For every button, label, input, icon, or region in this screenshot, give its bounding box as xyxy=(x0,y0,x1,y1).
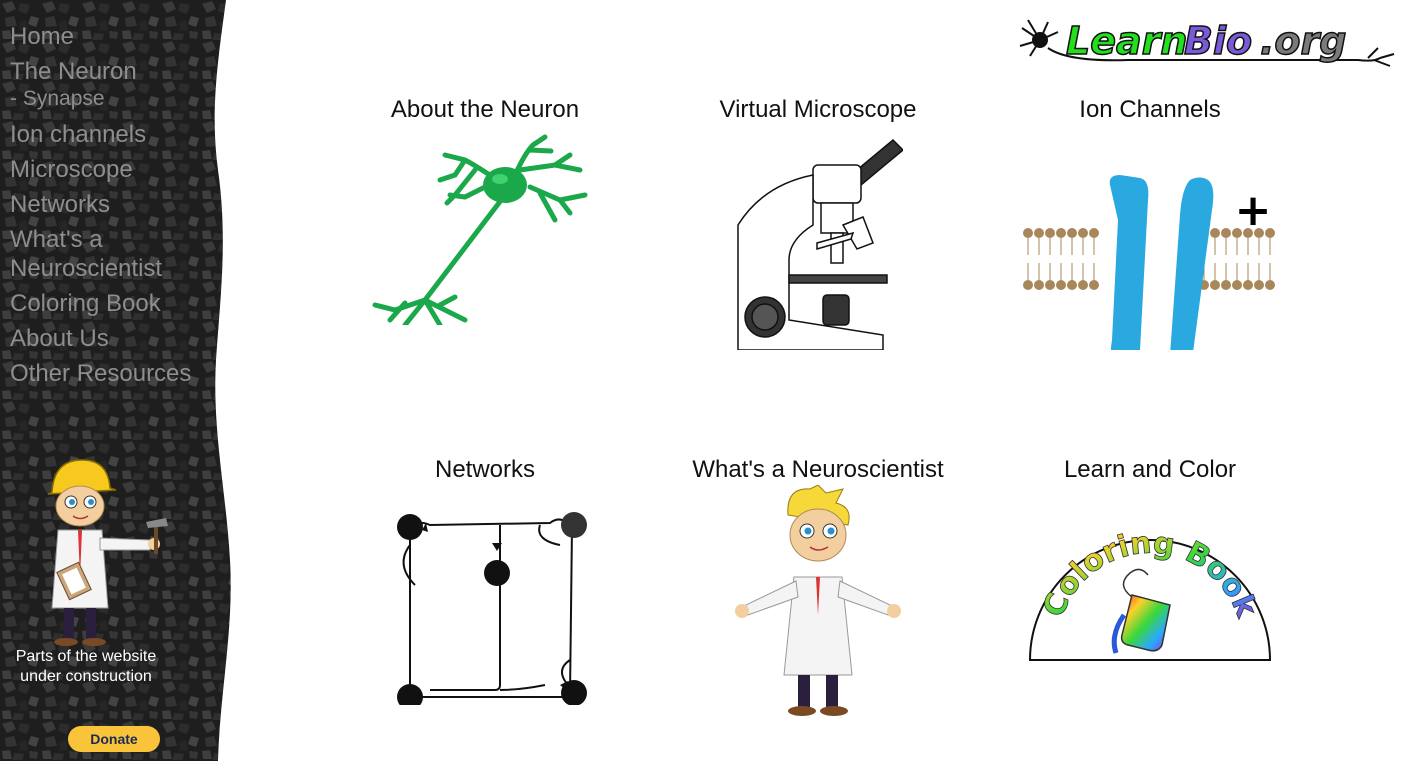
neuron-icon xyxy=(372,134,588,325)
card-about-neuron[interactable]: About the Neuron xyxy=(325,95,645,325)
plus-sign-large: + xyxy=(1235,185,1272,236)
card-title-whats-a-neuroscientist[interactable]: What's a Neuroscientist xyxy=(692,456,944,483)
card-title-ion-channels[interactable]: Ion Channels xyxy=(1079,96,1221,123)
construction-notice: Parts of the website under construction xyxy=(0,647,172,687)
nav-coloring-book[interactable]: Coloring Book xyxy=(10,290,161,317)
nav-ion-channels[interactable]: Ion channels xyxy=(10,121,147,148)
nav-other-resources[interactable]: Other Resources xyxy=(10,360,192,387)
card-whats-a-neuroscientist[interactable]: What's a Neuroscientist xyxy=(658,455,978,720)
card-learn-and-color[interactable]: Learn and Color Coloring Book xyxy=(990,455,1310,685)
nav-the-neuron[interactable]: The Neuron xyxy=(10,58,137,85)
learnbio-logo[interactable]: Learn Bio .org xyxy=(1018,18,1396,70)
main-nav: Home The Neuron - Synapse Ion channels M… xyxy=(10,22,230,394)
sidebar: Home The Neuron - Synapse Ion channels M… xyxy=(0,0,236,761)
lipid-bilayer xyxy=(1023,228,1275,290)
logo-bio-text: Bio xyxy=(1184,19,1252,63)
card-title-networks[interactable]: Networks xyxy=(434,456,536,483)
logo-learn-text: Learn xyxy=(1066,19,1187,63)
card-title-learn-and-color[interactable]: Learn and Color xyxy=(1063,456,1237,483)
nav-about-us[interactable]: About Us xyxy=(10,325,109,352)
network-icon xyxy=(397,512,587,705)
microscope-icon xyxy=(737,138,903,350)
nav-synapse[interactable]: - Synapse xyxy=(10,87,105,110)
nav-whats-a-neuroscientist[interactable]: What's a Neuroscientist xyxy=(10,226,163,282)
card-title-about-neuron[interactable]: About the Neuron xyxy=(390,96,580,123)
nav-networks[interactable]: Networks xyxy=(10,191,111,218)
card-networks[interactable]: Networks xyxy=(325,455,645,705)
nav-home[interactable]: Home xyxy=(10,23,75,50)
construction-line-2: under construction xyxy=(20,668,152,685)
nav-microscope[interactable]: Microscope xyxy=(10,156,133,183)
neuroscientist-icon xyxy=(735,485,901,716)
logo-org-text: .org xyxy=(1260,19,1346,63)
coloring-book-icon: Coloring Book xyxy=(1028,525,1272,661)
card-virtual-microscope[interactable]: Virtual Microscope xyxy=(658,95,978,350)
construction-worker-illustration xyxy=(47,459,168,646)
donate-button[interactable]: Donate xyxy=(68,726,160,752)
card-title-virtual-microscope[interactable]: Virtual Microscope xyxy=(719,96,917,123)
ion-channel-icon: + + xyxy=(1023,175,1275,350)
card-ion-channels[interactable]: Ion Channels + + xyxy=(990,95,1310,350)
construction-line-1: Parts of the website xyxy=(15,648,157,665)
